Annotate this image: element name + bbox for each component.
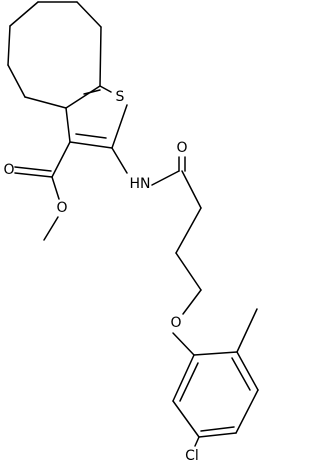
- bond: [9, 1, 39, 27]
- ester-carbonyl-oxygen-label: O: [3, 162, 14, 178]
- bond: [172, 400, 200, 438]
- bond: [83, 89, 101, 95]
- bond: [181, 170, 202, 209]
- bond: [175, 252, 202, 291]
- methyl-ester: [14, 141, 71, 241]
- bond: [179, 362, 199, 402]
- bond: [111, 147, 128, 174]
- bond: [200, 426, 235, 432]
- bond: [14, 166, 52, 172]
- ester-ether-oxygen-label: O: [56, 200, 67, 216]
- bond: [182, 289, 202, 315]
- bond: [65, 85, 101, 109]
- bond: [231, 357, 251, 391]
- bond: [236, 308, 258, 353]
- bond: [175, 207, 202, 254]
- amide-oxygen-label: O: [176, 140, 187, 156]
- bond: [69, 141, 113, 149]
- bond: [7, 64, 26, 98]
- aryl-ring: [172, 308, 259, 447]
- amide-nitrogen-label: HN: [130, 176, 151, 192]
- bond: [51, 176, 60, 200]
- bond: [172, 332, 195, 356]
- bond: [99, 26, 102, 87]
- amide-chain: [111, 147, 202, 356]
- bond: [236, 351, 259, 391]
- aryl-ether-oxygen-label: O: [170, 315, 181, 331]
- bond: [14, 172, 53, 178]
- bond: [198, 432, 237, 438]
- bond: [172, 354, 195, 402]
- bond: [43, 216, 59, 241]
- bond: [111, 104, 128, 149]
- chlorine-label: Cl: [185, 448, 199, 464]
- bond: [75, 133, 107, 139]
- bond: [76, 1, 102, 28]
- cyclooctane-ring: [7, 1, 102, 109]
- thiophene-ring: [65, 85, 128, 149]
- molecule-structure: S HN O O O O Cl: [3, 1, 259, 464]
- bond: [51, 141, 71, 178]
- sulfur-label: S: [116, 89, 125, 105]
- bond: [7, 25, 11, 66]
- bond: [65, 107, 71, 143]
- bond: [194, 436, 200, 447]
- bond: [151, 170, 180, 186]
- bond: [235, 389, 259, 434]
- bond: [24, 96, 67, 109]
- bond: [193, 351, 238, 356]
- bond: [99, 85, 112, 93]
